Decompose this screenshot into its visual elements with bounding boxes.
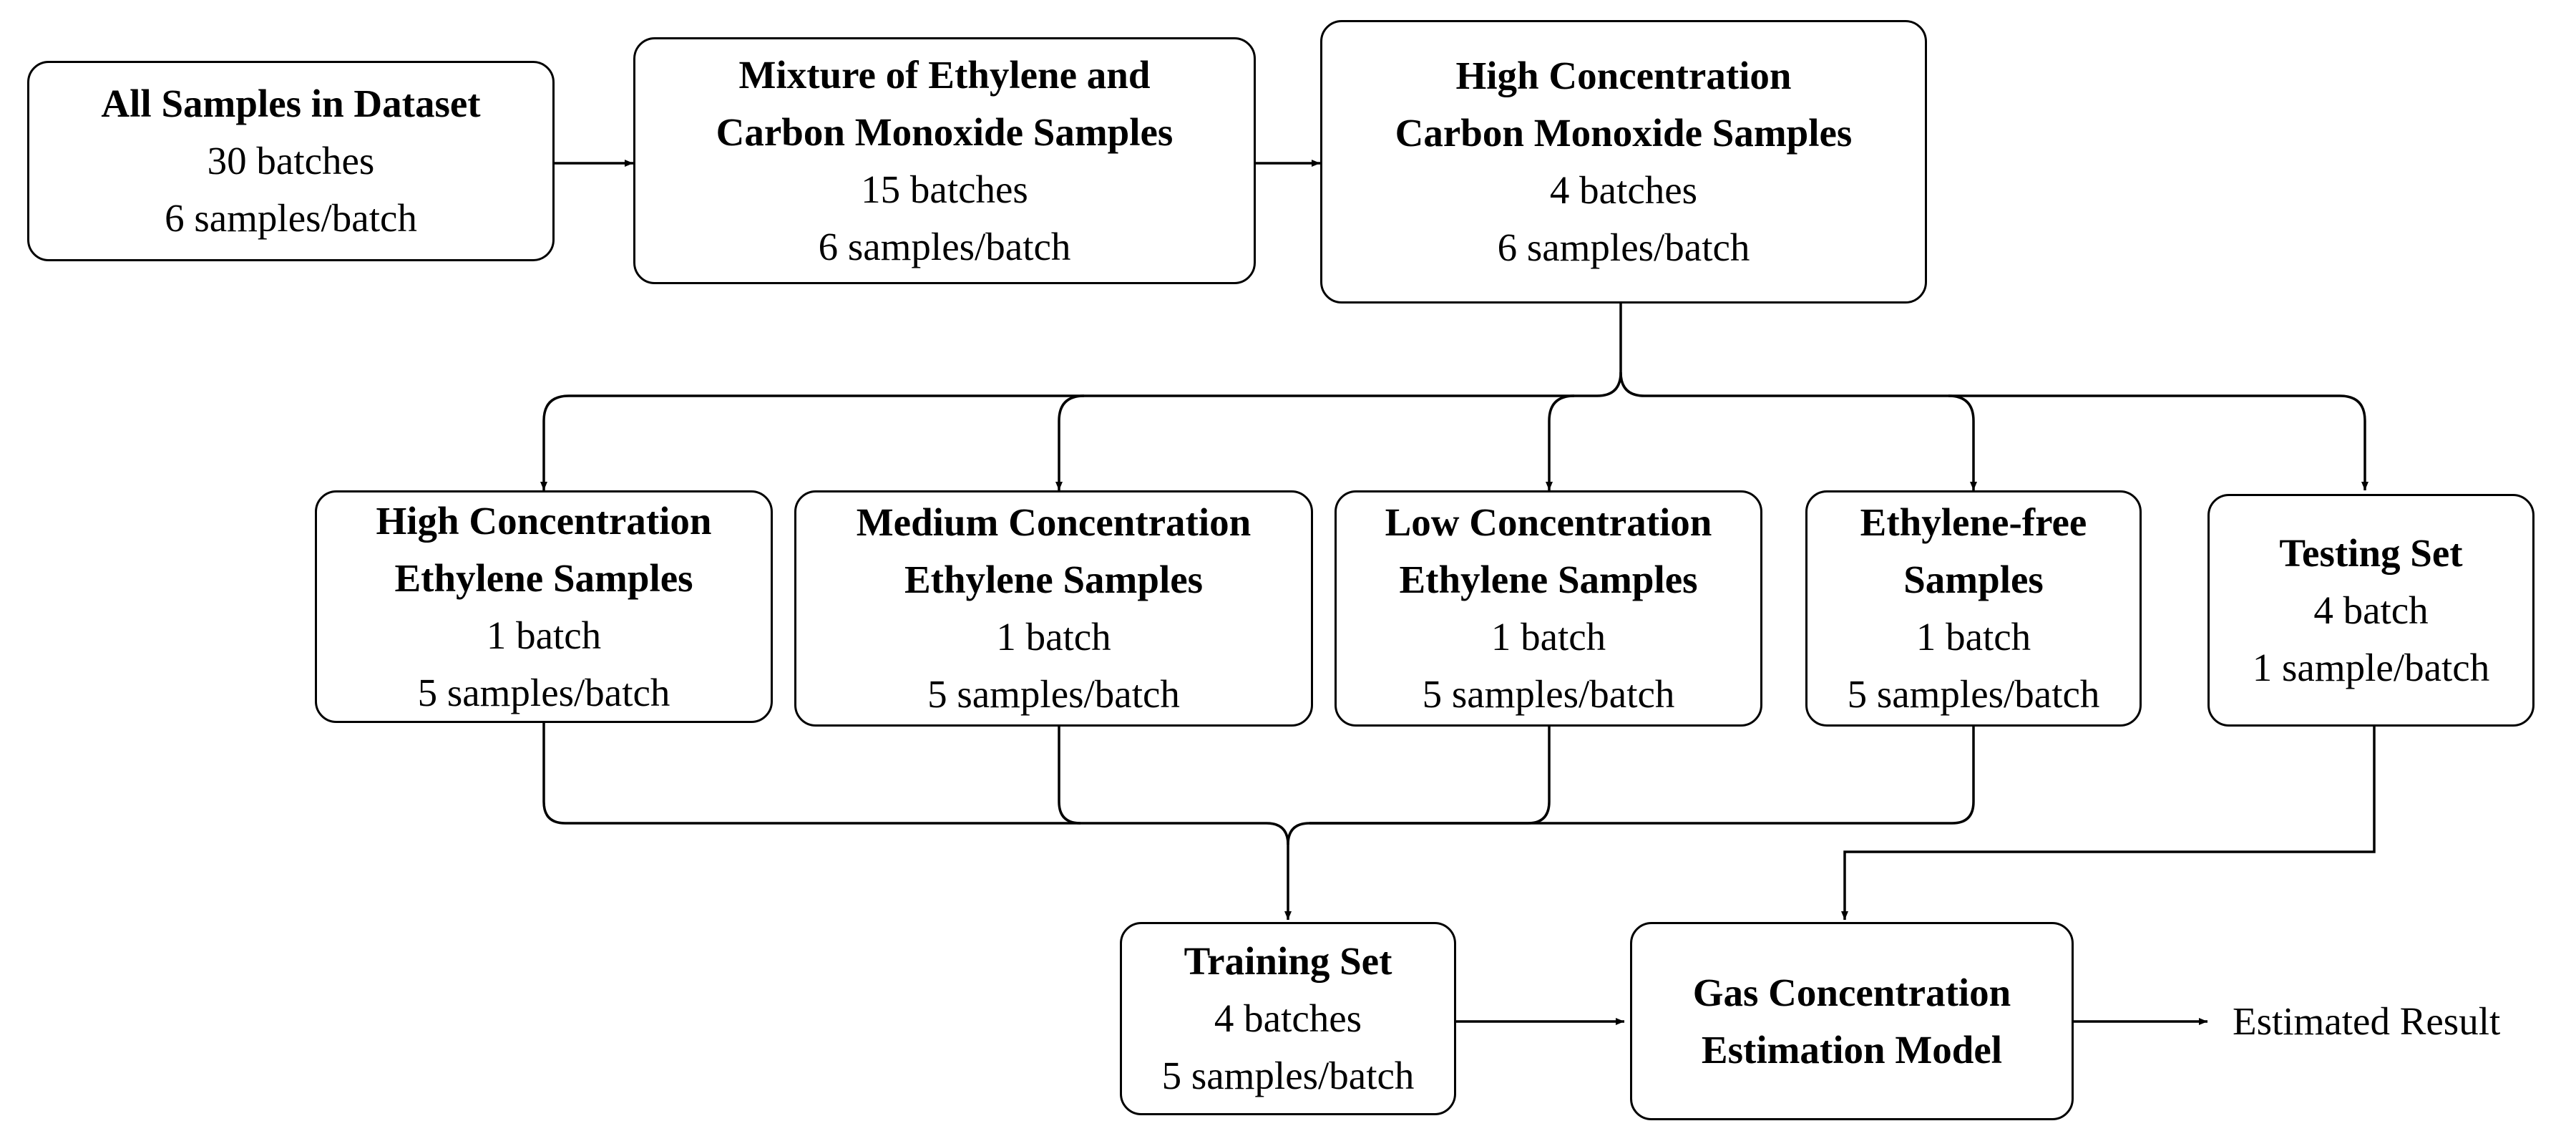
node-title-line: Estimation Model xyxy=(1701,1027,2003,1072)
arrow-to-medium-eth xyxy=(1055,394,1085,490)
node-detail-line: 1 batch xyxy=(996,615,1111,659)
merge-from-eth-free xyxy=(1309,727,1975,825)
node-title-line: Carbon Monoxide Samples xyxy=(716,110,1174,154)
arrow-split-stem xyxy=(1596,304,1622,397)
node-title-line: Mixture of Ethylene and xyxy=(738,52,1151,97)
node-title-line: Medium Concentration xyxy=(856,500,1252,544)
merge-from-high-eth xyxy=(542,723,1267,825)
node-detail-line: 6 samples/batch xyxy=(1497,225,1750,269)
node-detail-line: 5 samples/batch xyxy=(1161,1054,1415,1097)
node-detail-line: 6 samples/batch xyxy=(165,196,417,240)
training-set-box: Training Set 4 batches 5 samples/batch xyxy=(1120,922,1456,1115)
testing-set-box: Testing Set 4 batch 1 sample/batch xyxy=(2207,494,2534,727)
node-title-line: High Concentration xyxy=(1455,54,1792,97)
node-title-line: Training Set xyxy=(1184,939,1392,983)
node-detail-line: 1 sample/batch xyxy=(2252,645,2490,689)
node-title-line: Carbon Monoxide Samples xyxy=(1395,111,1853,155)
node-detail-line: 5 samples/batch xyxy=(927,672,1180,716)
node-title-line: All Samples in Dataset xyxy=(101,82,481,125)
node-detail-line: 6 samples/batch xyxy=(818,224,1071,268)
node-detail-line: 1 batch xyxy=(486,613,602,657)
merge-from-medium-eth xyxy=(1058,727,1081,825)
estimated-result-label: Estimated Result xyxy=(2233,999,2501,1043)
all-samples-box: All Samples in Dataset 30 batches 6 sample… xyxy=(27,61,555,261)
arrow-to-high-eth xyxy=(540,394,1597,490)
node-detail-line: 1 batch xyxy=(1491,615,1606,659)
node-title-line: Low Concentration xyxy=(1385,500,1712,544)
merge-join-right xyxy=(1287,822,1310,845)
node-title-line: Ethylene Samples xyxy=(1399,558,1698,601)
arrow-testing-to-model xyxy=(1841,727,2376,920)
node-title-line: Ethylene Samples xyxy=(904,558,1204,601)
merge-from-low-eth xyxy=(1309,727,1551,825)
node-detail-line: 30 batches xyxy=(207,139,375,183)
node-title-line: Ethylene Samples xyxy=(394,555,693,600)
arrow-into-training xyxy=(1266,822,1292,920)
arrow-to-eth-free xyxy=(1619,372,1977,490)
node-title-line: Samples xyxy=(1903,558,2044,601)
node-title-line: Testing Set xyxy=(2279,530,2463,575)
node-detail-line: 1 batch xyxy=(1916,615,2031,659)
node-detail-line: 15 batches xyxy=(861,167,1028,211)
node-title-line: Ethylene-free xyxy=(1860,500,2087,544)
node-detail-line: 5 samples/batch xyxy=(1847,672,2100,716)
node-detail-line: 5 samples/batch xyxy=(417,670,670,714)
arrow-to-low-eth xyxy=(1546,394,1575,490)
arrow-to-testing xyxy=(1948,394,2368,490)
node-detail-line: 4 batch xyxy=(2313,588,2429,632)
node-detail-line: 5 samples/batch xyxy=(1422,672,1675,716)
node-detail-line: 4 batches xyxy=(1214,996,1362,1040)
node-detail-line: 4 batches xyxy=(1549,168,1698,212)
node-title-line: Gas Concentration xyxy=(1692,970,2011,1014)
node-title-line: High Concentration xyxy=(376,498,712,543)
